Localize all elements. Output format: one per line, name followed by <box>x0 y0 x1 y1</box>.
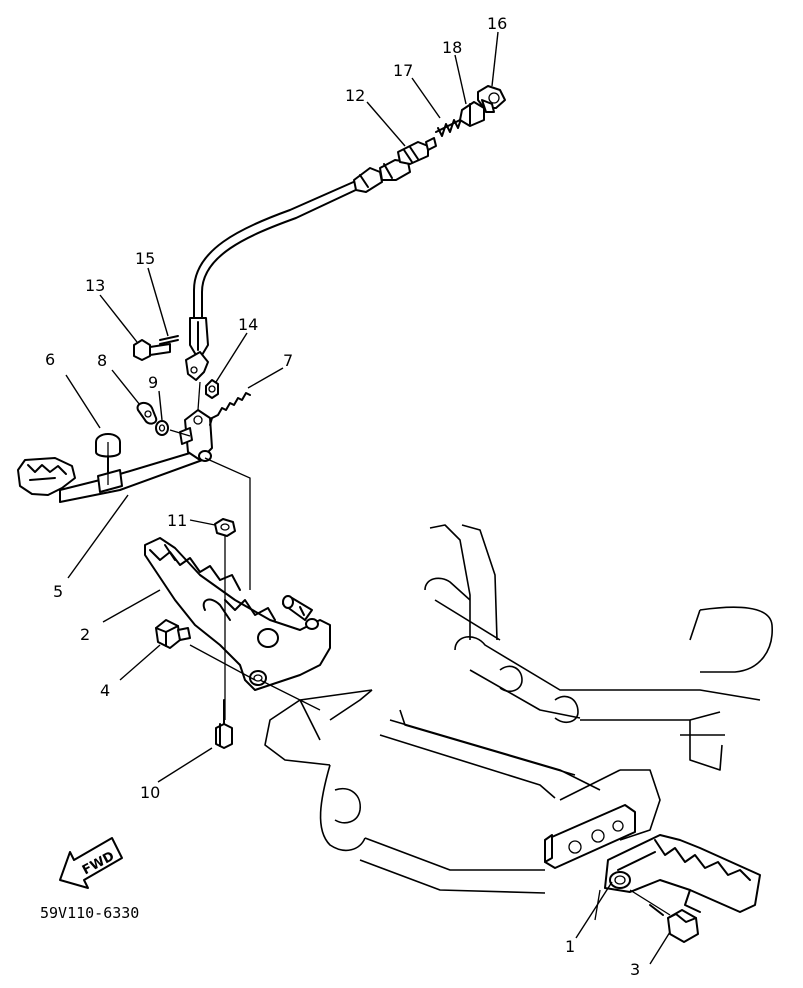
callout-1: 1 <box>565 937 575 956</box>
callout-10: 10 <box>140 783 160 802</box>
callout-3: 3 <box>630 960 640 979</box>
callout-2: 2 <box>80 625 90 644</box>
bolt-vertical <box>215 699 233 749</box>
drawing-code: 59V110-6330 <box>40 904 139 922</box>
right-footrest-bracket <box>544 804 636 869</box>
return-spring <box>209 392 251 426</box>
left-footrest <box>144 537 331 691</box>
assembly-lines <box>107 381 671 921</box>
callout-18: 18 <box>442 38 462 57</box>
nut <box>214 518 236 537</box>
washer <box>155 420 169 436</box>
callout-8: 8 <box>97 351 107 370</box>
callout-17: 17 <box>393 61 413 80</box>
leader-lines <box>65 31 671 965</box>
right-footrest <box>604 834 761 913</box>
callout-9: 9 <box>148 373 158 392</box>
callout-11: 11 <box>167 511 187 530</box>
clevis-pin <box>133 339 171 361</box>
brake-pedal <box>17 409 213 503</box>
callout-13: 13 <box>85 276 105 295</box>
clip <box>136 402 158 425</box>
callout-7: 7 <box>283 351 293 370</box>
adjuster-spring <box>435 115 463 137</box>
callout-14: 14 <box>238 315 258 334</box>
callout-15: 15 <box>135 249 155 268</box>
adjuster-nut <box>459 101 485 127</box>
callout-5: 5 <box>53 582 63 601</box>
callout-numbers: 1 2 3 4 5 6 7 8 9 10 11 12 13 14 15 16 1… <box>45 14 640 979</box>
callout-12: 12 <box>345 86 365 105</box>
cotter-pin <box>159 335 179 345</box>
callout-4: 4 <box>100 681 110 700</box>
brake-cable <box>185 137 437 381</box>
cable-nut <box>205 379 219 399</box>
callout-16: 16 <box>487 14 507 33</box>
fwd-arrow: FWD <box>59 837 123 889</box>
frame <box>264 524 773 894</box>
callout-6: 6 <box>45 350 55 369</box>
bolt-left <box>155 619 191 649</box>
bolt-right <box>649 904 699 943</box>
cable-joint <box>477 85 506 113</box>
